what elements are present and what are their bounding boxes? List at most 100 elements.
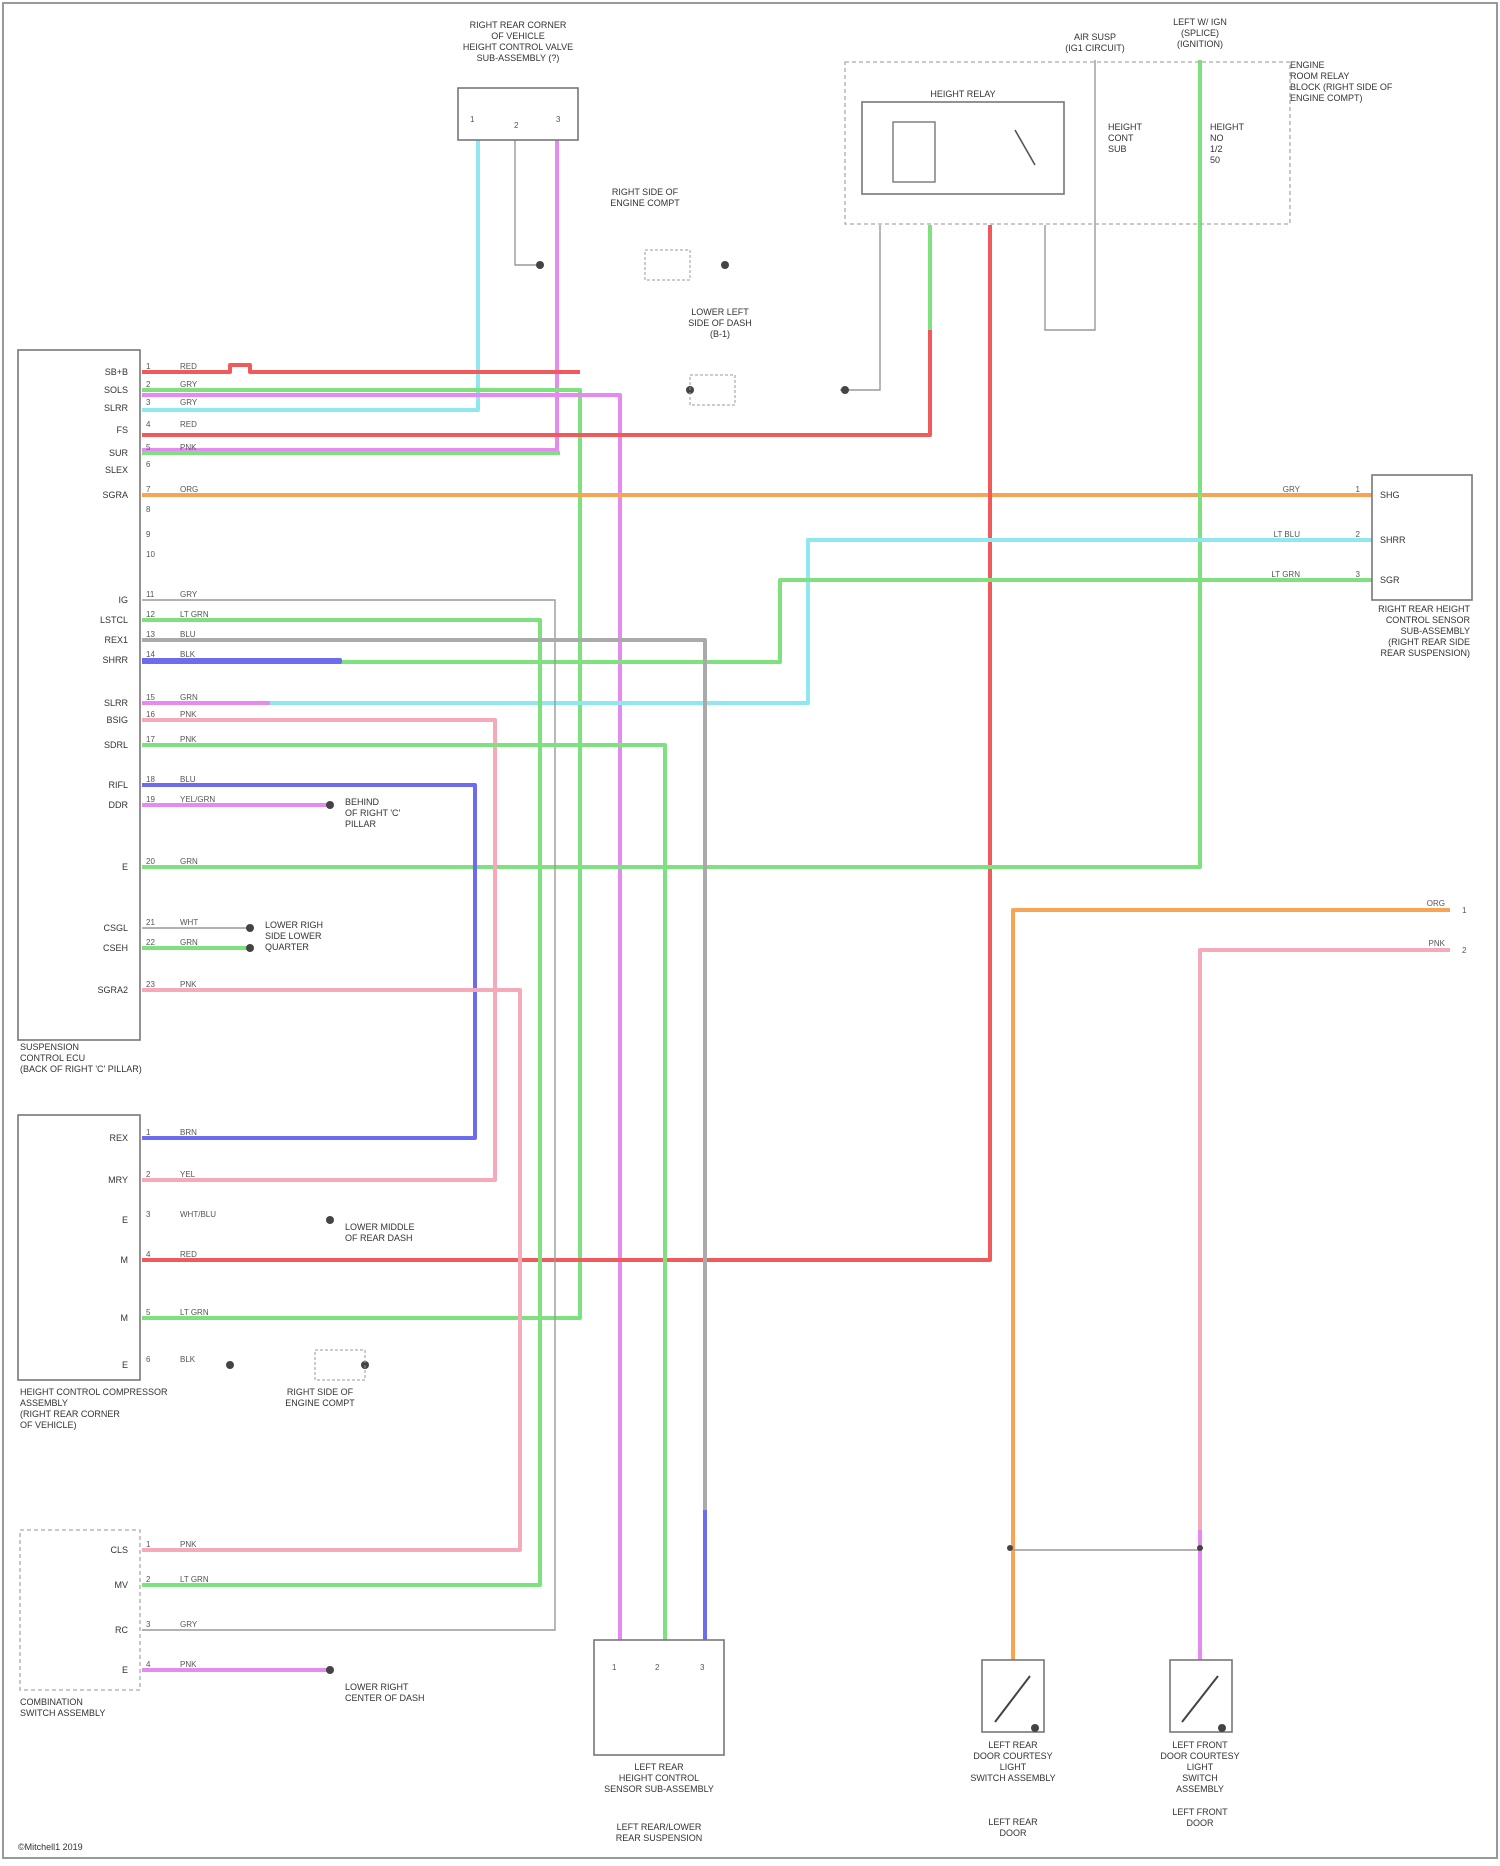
ecu-wire-color: GRY	[180, 398, 198, 407]
left-front-door-sub-line: LEFT FRONT	[1172, 1807, 1228, 1817]
ecu-wire-color: BLU	[180, 630, 196, 639]
left-front-door-caption: LEFT FRONTDOOR COURTESYLIGHTSWITCHASSEMB…	[1160, 1740, 1239, 1794]
comp-pin-number: 5	[146, 1308, 151, 1317]
wires	[142, 60, 1450, 1700]
ecu-pin-name: REX1	[104, 635, 128, 645]
rh-corner-sensor-caption-line: HEIGHT CONTROL VALVE	[463, 42, 573, 52]
ecu-pin-number: 10	[146, 550, 155, 559]
ecu-wire-color: GRN	[180, 938, 198, 947]
fuse-1-caption-line: CONT	[1108, 133, 1134, 143]
comp-ground-b-caption-line: RIGHT SIDE OF	[287, 1387, 354, 1397]
pin-label: 1	[470, 115, 475, 124]
compressor-caption-line: ASSEMBLY	[20, 1398, 68, 1408]
left-front-door-caption-line: LIGHT	[1187, 1762, 1214, 1772]
ecu-wire-color: PNK	[180, 735, 197, 744]
pin-label: 3	[556, 115, 561, 124]
pin-label: 1	[612, 1663, 617, 1672]
ground-ecu-caption-line: BEHIND	[345, 797, 380, 807]
compressor-caption-line: HEIGHT CONTROL COMPRESSOR	[20, 1387, 168, 1397]
comp-pin-name: E	[122, 1215, 128, 1225]
lh-sensor-sub-caption-line: LEFT REAR/LOWER	[617, 1822, 702, 1832]
ecu-pin-name: CSGL	[103, 923, 128, 933]
right-edge-number: 1	[1462, 906, 1467, 915]
fuse-1-caption-line: SUB	[1108, 144, 1127, 154]
ecu-wire-color: BLU	[180, 775, 196, 784]
lh-sensor-sub-caption: LEFT REAR/LOWERREAR SUSPENSION	[616, 1822, 703, 1843]
ecu-wire-color: YEL/GRN	[180, 795, 215, 804]
fuse-2-caption-line: HEIGHT	[1210, 122, 1245, 132]
ecu-caption-line: SUSPENSION	[20, 1042, 79, 1052]
ecu-pin-number: 19	[146, 795, 155, 804]
rh-sensor-pin-name: SHG	[1380, 490, 1400, 500]
comp-pin-number: 4	[146, 1250, 151, 1259]
rh-corner-sensor-caption-line: SUB-ASSEMBLY (?)	[477, 53, 560, 63]
ground-lower-caption-line: LOWER RIGH	[265, 920, 323, 930]
lh-sensor-caption-line: SENSOR SUB-ASSEMBLY	[604, 1784, 714, 1794]
ecu-pin-name: IG	[118, 595, 128, 605]
ecu-pin-number: 23	[146, 980, 155, 989]
left-front-door-caption-line: DOOR COURTESY	[1160, 1751, 1239, 1761]
ecu-pin-name: SLEX	[105, 465, 128, 475]
ecu-pin-name: FS	[116, 425, 128, 435]
wire-relay-loop	[1045, 225, 1095, 330]
combo-pin-list: CLS1PNKMV2LT GRNRC3GRYE4PNK	[110, 1540, 208, 1675]
comp-pin-name: E	[122, 1360, 128, 1370]
ecu-pin-number: 5	[146, 443, 151, 452]
combo-wire-color: LT GRN	[180, 1575, 209, 1584]
combo-caption-line: SWITCH ASSEMBLY	[20, 1708, 105, 1718]
ecu-pin-number: 9	[146, 530, 151, 539]
rh-sensor-wire-color: LT GRN	[1271, 570, 1300, 579]
ecu-pin-name: SLRR	[104, 698, 129, 708]
rh-corner-sensor-caption-line: RIGHT REAR CORNER	[470, 20, 567, 30]
ecu-pin-name: SGRA2	[97, 985, 128, 995]
engine-room-relay-caption-line: ROOM RELAY	[1290, 71, 1349, 81]
ecu-caption-line: (BACK OF RIGHT 'C' PILLAR)	[20, 1064, 142, 1074]
left-rear-door-sub-line: DOOR	[1000, 1828, 1028, 1838]
wire-red-1	[142, 365, 580, 372]
ecu-wire-color: GRN	[180, 857, 198, 866]
combo-pin-name: RC	[115, 1625, 128, 1635]
ground-lower-caption-line: QUARTER	[265, 942, 309, 952]
ecu-pin-number: 14	[146, 650, 155, 659]
ecu-pin-name: E	[122, 862, 128, 872]
wire-black-top	[515, 140, 540, 265]
ecu-pin-name: CSEH	[103, 943, 128, 953]
ecu-wire-color: ORG	[180, 485, 198, 494]
left-front-door-switch	[1170, 1660, 1232, 1732]
comp-pin-number: 6	[146, 1355, 151, 1364]
comp-ground-b-caption-line: ENGINE COMPT	[285, 1398, 355, 1408]
ground-lower-caption-line: SIDE LOWER	[265, 931, 322, 941]
ecu-pin-number: 20	[146, 857, 155, 866]
left-front-door-caption-line: SWITCH	[1182, 1773, 1218, 1783]
air-susp-caption-line: AIR SUSP	[1074, 32, 1116, 42]
ground-ecu-caption-line: PILLAR	[345, 819, 377, 829]
ecu-pin-number: 8	[146, 505, 151, 514]
left-rear-door-caption-line: DOOR COURTESY	[973, 1751, 1052, 1761]
left-side-ground-caption-line: SIDE OF DASH	[688, 318, 752, 328]
ecu-pin-name: LSTCL	[100, 615, 128, 625]
rh-corner-sensor-caption-line: OF VEHICLE	[491, 31, 545, 41]
air-susp-caption-line: (IG1 CIRCUIT)	[1065, 43, 1125, 53]
wire-pink-door	[1200, 950, 1450, 1700]
ecu-wire-color: WHT	[180, 918, 198, 927]
footer-text: ©Mitchell1 2019	[18, 1842, 83, 1852]
right-edge-terminals: ORG1PNK2	[1427, 899, 1467, 955]
wire-orange-door	[1013, 910, 1450, 1700]
left-w-fuse-caption-line: LEFT W/ IGN	[1173, 17, 1227, 27]
comp-pin-name: M	[121, 1313, 129, 1323]
comp-ground-a-caption-line: LOWER MIDDLE	[345, 1222, 415, 1232]
right-side-ground-caption: RIGHT SIDE OFENGINE COMPT	[610, 187, 680, 208]
pin-label: 3	[700, 1663, 705, 1672]
engine-room-relay-caption-line: BLOCK (RIGHT SIDE OF	[1290, 82, 1393, 92]
wire-magenta-top	[142, 140, 557, 450]
combo-pin-name: E	[122, 1665, 128, 1675]
left-rear-door-switch	[982, 1660, 1044, 1732]
left-rear-door-caption-line: SWITCH ASSEMBLY	[970, 1773, 1055, 1783]
diagram-frame	[3, 3, 1497, 1858]
ecu-pin-number: 3	[146, 398, 151, 407]
ecu-pin-name: SDRL	[104, 740, 128, 750]
